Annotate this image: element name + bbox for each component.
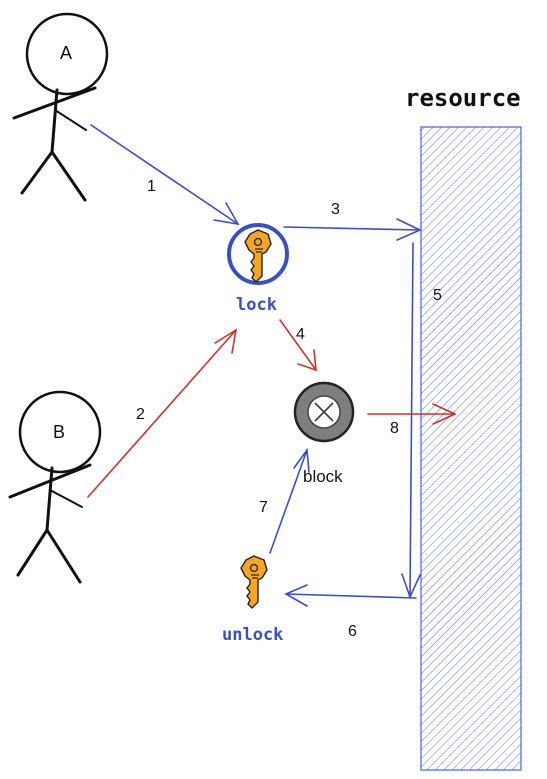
step-6-label: 6 xyxy=(348,623,357,640)
arrow-6 xyxy=(284,584,417,607)
unlock-label: unlock xyxy=(222,625,283,645)
step-4-label: 4 xyxy=(296,326,305,343)
step-1-label: 1 xyxy=(147,178,156,195)
lock-key-icon xyxy=(244,229,272,283)
arrow-5 xyxy=(401,242,421,600)
lock-label: lock xyxy=(236,295,277,315)
block-icon xyxy=(293,381,355,443)
step-7-label: 7 xyxy=(259,499,268,516)
actor-a xyxy=(12,12,109,202)
actor-b xyxy=(8,390,102,584)
lock-ring xyxy=(227,223,289,285)
actor-a-label: A xyxy=(60,43,72,63)
step-8-label: 8 xyxy=(390,420,399,437)
step-3-label: 3 xyxy=(331,201,340,218)
actor-b-label: B xyxy=(53,422,65,442)
arrow-4 xyxy=(279,319,317,372)
unlock-key-icon xyxy=(240,555,268,609)
arrow-2 xyxy=(87,328,238,498)
block-label: block xyxy=(303,467,343,486)
step-5-label: 5 xyxy=(433,287,442,304)
arrow-1 xyxy=(90,124,240,226)
arrow-3 xyxy=(283,218,422,241)
resource-title: resource xyxy=(405,84,521,112)
arrow-8 xyxy=(367,403,457,425)
arrow-7 xyxy=(269,447,310,554)
step-2-label: 2 xyxy=(136,406,145,423)
resource-block xyxy=(420,126,522,771)
